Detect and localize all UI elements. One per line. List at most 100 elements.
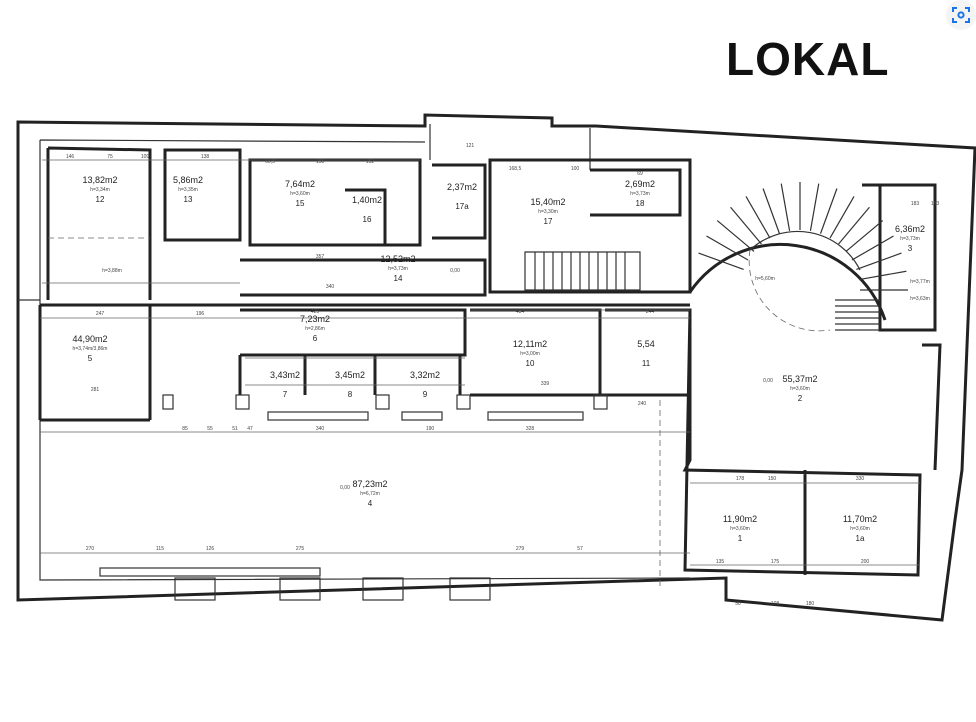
room-label: 3,32m2 9	[410, 370, 440, 399]
dimension-value: 85	[182, 426, 188, 432]
room3-height-3: h=3,63m	[910, 296, 930, 302]
dimension-value: 69	[637, 171, 643, 177]
windows	[99, 394, 608, 601]
stair-tread	[856, 252, 902, 271]
room-number: 13	[184, 195, 193, 204]
level-mark-a: 0,00	[450, 268, 460, 274]
room-height: h=3,60m	[790, 386, 810, 392]
room-height: h=3,60m	[730, 526, 750, 532]
dimension-value: 100	[571, 166, 580, 172]
room-area: 11,70m2	[843, 514, 877, 524]
room-label: 3,45m2 8	[335, 370, 365, 399]
dimension-value: 115	[156, 546, 164, 552]
stair-tread	[829, 196, 855, 239]
room-area: 5,86m2	[173, 175, 203, 185]
room-height: h=3,00m	[520, 351, 540, 357]
room-height: h=3,73m	[900, 236, 920, 242]
room-number: 10	[526, 359, 535, 368]
room-number: 17	[544, 217, 553, 226]
room-area: 13,82m2	[82, 175, 117, 185]
interior-walls	[38, 146, 942, 577]
level-mark-b: 0,00	[763, 378, 773, 384]
dimension-value: 247	[96, 311, 105, 317]
stair-tread	[858, 270, 907, 281]
dimension-value: 281	[91, 387, 100, 393]
dimension-value: 183	[911, 201, 920, 207]
room-height: h=3,34m	[90, 187, 110, 193]
stair-tread	[838, 206, 870, 245]
dimension-value: 51	[232, 426, 238, 432]
dimension-value: 146	[66, 154, 75, 160]
dimension-value: 135	[716, 559, 725, 565]
room-number: 18	[636, 199, 645, 208]
room-area: 3,43m2	[270, 370, 300, 380]
dimension-value: 340	[326, 284, 335, 290]
room-number: 16	[363, 215, 372, 224]
dimension-value: 55	[207, 426, 213, 432]
dimension-value: 429	[311, 309, 320, 315]
stair-tread	[780, 183, 791, 232]
dimension-value: 152	[366, 159, 375, 165]
room-area: 6,36m2	[895, 224, 925, 234]
room-area: 3,45m2	[335, 370, 365, 380]
room-number: 4	[368, 499, 373, 508]
room-height: h=3,30m	[538, 209, 558, 215]
room-area: 87,23m2	[352, 479, 387, 489]
dimension-lines	[40, 159, 920, 590]
room-number: 5	[88, 354, 93, 363]
room-area: 2,69m2	[625, 179, 655, 189]
dimension-value: 153	[931, 201, 940, 207]
room-label: 3,43m2 7	[270, 370, 300, 399]
dimension-value: 434	[516, 309, 525, 315]
dimension-value: 50	[735, 601, 741, 607]
dimension-value: 200	[861, 559, 870, 565]
room-height: h=3,60m	[850, 526, 870, 532]
room-number: 3	[908, 244, 913, 253]
dimension-value: 244	[646, 309, 655, 315]
room-number: 9	[423, 390, 428, 399]
dimension-value: 126	[206, 546, 215, 552]
room-height: h=3,60m	[290, 191, 310, 197]
dimension-value: 190	[426, 426, 435, 432]
plan-title: LOKAL	[726, 33, 890, 85]
room-number: 7	[283, 390, 288, 399]
stair-tread	[845, 220, 884, 252]
dimension-value: 275	[296, 546, 305, 552]
dimension-value: 109	[141, 154, 150, 160]
room-number: 8	[348, 390, 353, 399]
dimension-value: 57	[577, 546, 583, 552]
visual-search-icon[interactable]	[946, 0, 976, 30]
room-area: 3,32m2	[410, 370, 440, 380]
room-area: 11,90m2	[723, 514, 757, 524]
room-area: 44,90m2	[72, 334, 107, 344]
stair-tread	[762, 188, 781, 234]
room-label: 12,11m2 h=3,00m 10	[513, 339, 547, 368]
room-area: 12,11m2	[513, 339, 547, 349]
room-number: 11	[642, 359, 651, 368]
dimension-value: 180	[806, 601, 815, 607]
dimension-value: 339	[541, 381, 550, 387]
room-area: 12,52m2	[380, 254, 415, 264]
dimension-value: 178	[736, 476, 745, 482]
dimension-value: 340	[316, 426, 325, 432]
stair-tread	[745, 196, 771, 239]
dimension-value: 150	[768, 476, 777, 482]
straight-staircase	[524, 251, 641, 291]
room-number: 6	[313, 334, 318, 343]
level-mark-c: 0,00	[340, 485, 350, 491]
room-area: 7,23m2	[300, 314, 330, 324]
